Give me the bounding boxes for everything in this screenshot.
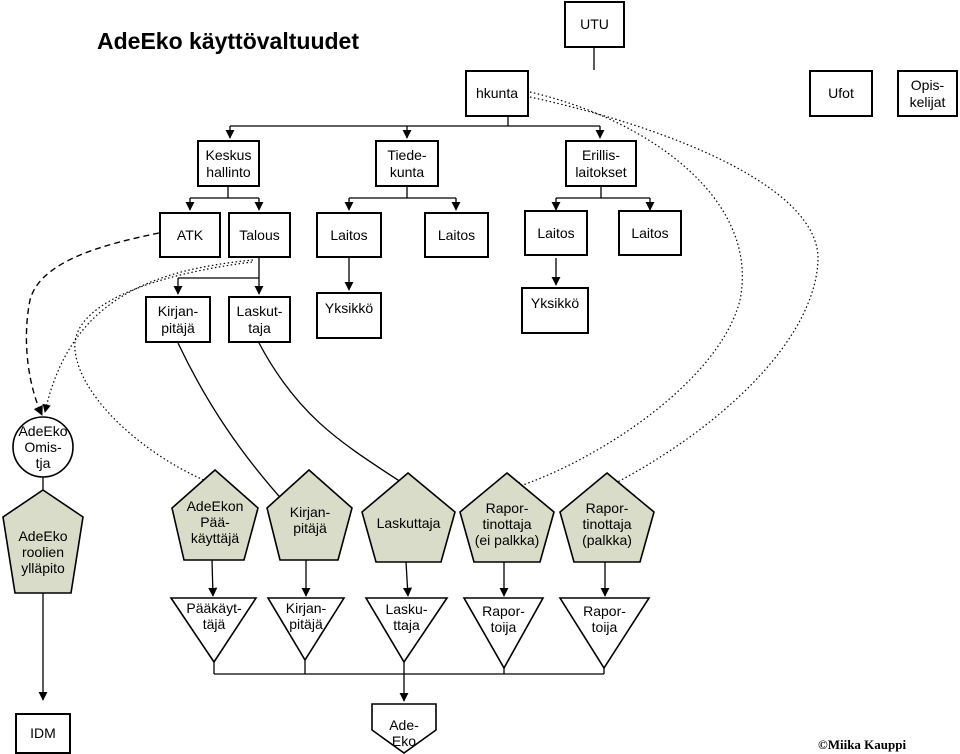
- box-laskuttaja: Laskut- taja: [228, 296, 291, 343]
- triangles: [169, 597, 651, 670]
- box-talous-label: Talous: [239, 226, 280, 243]
- pentagon-laskuttaja-label: Laskuttaja: [376, 514, 441, 531]
- box-laitos-3-label: Laitos: [537, 224, 575, 241]
- pentagon-raportinottaja-ei-palkka: Rapor- tinottaja (ei palkka): [460, 496, 554, 552]
- page-title: AdeEko käyttövaltuudet: [97, 28, 359, 54]
- box-tiedekunta-label: Tiede- kunta: [387, 146, 427, 180]
- box-laitos-4-label: Laitos: [631, 224, 669, 241]
- box-erillislaitokset: Erillis- laitokset: [565, 140, 637, 187]
- tree-connectors: [38, 48, 655, 702]
- box-keskushallinto: Keskus hallinto: [197, 140, 260, 187]
- box-laitos-2-label: Laitos: [437, 226, 476, 243]
- dotted-links: [42, 91, 819, 490]
- box-ufot-label: Ufot: [828, 85, 854, 101]
- box-utu-label: UTU: [580, 16, 609, 32]
- box-laitos-3: Laitos: [524, 210, 588, 256]
- box-hkunta: hkunta: [465, 70, 529, 117]
- owner-circle-label: AdeEko Omis- tja: [18, 423, 68, 471]
- pentagon-kirjanpitaja: Kirjan- pitäjä: [268, 500, 352, 540]
- box-laitos-4: Laitos: [618, 210, 682, 256]
- box-laitos-1-label: Laitos: [330, 226, 368, 243]
- owner-circle-text: AdeEko Omis- tja: [13, 417, 73, 477]
- box-yksikko-2: Yksikkö: [521, 287, 589, 334]
- box-yksikko-2-label: Yksikkö: [530, 295, 580, 311]
- box-talous: Talous: [228, 212, 291, 258]
- box-erillislaitokset-label: Erillis- laitokset: [575, 146, 627, 180]
- triangle-raportoija-1-label: Rapor- toija: [482, 603, 525, 635]
- pentagon-raportinottaja-palkka: Rapor- tinottaja (palkka): [560, 496, 654, 552]
- pentagon-paakayttaja: AdeEkon Pää- käyttäjä: [172, 494, 258, 550]
- pentagon-paakayttaja-label: AdeEkon Pää- käyttäjä: [186, 498, 244, 546]
- pentagon-yllapito-label: AdeEko roolien ylläpito: [18, 528, 68, 576]
- pentagon-raportinottaja-ei-palkka-label: Rapor- tinottaja (ei palkka): [474, 500, 540, 548]
- triangle-kirjanpitaja: Kirjan- pitäjä: [268, 599, 344, 633]
- box-idm: IDM: [15, 713, 71, 754]
- assignment-curves: [177, 342, 411, 516]
- box-ufot: Ufot: [809, 70, 873, 117]
- triangle-raportoija-2-label: Rapor- toija: [583, 603, 626, 635]
- triangle-paakayttaja: Pääkäyt- täjä: [173, 599, 255, 633]
- pentagon-raportinottaja-palkka-label: Rapor- tinottaja (palkka): [582, 500, 632, 548]
- pentagon-yllapito: AdeEko roolien ylläpito: [2, 520, 84, 584]
- box-yksikko-1-label: Yksikkö: [324, 300, 374, 316]
- triangle-raportoija-1: Rapor- toija: [464, 602, 543, 636]
- box-yksikko-1: Yksikkö: [316, 292, 382, 339]
- owner-circle: [12, 416, 74, 478]
- dashed-owner-link: [25, 232, 160, 416]
- role-pentagons: [2, 468, 655, 754]
- box-idm-label: IDM: [30, 725, 56, 741]
- box-atk: ATK: [159, 212, 221, 258]
- box-hkunta-label: hkunta: [475, 85, 519, 101]
- pentagon-adeeko-label: Ade- Eko: [389, 717, 419, 749]
- box-tiedekunta: Tiede- kunta: [375, 140, 439, 187]
- pentagon-kirjanpitaja-label: Kirjan- pitäjä: [289, 504, 331, 536]
- pentagon-adeeko: Ade- Eko: [372, 716, 436, 750]
- box-kirjanpitaja: Kirjan- pitäjä: [145, 296, 211, 343]
- triangle-kirjanpitaja-label: Kirjan- pitäjä: [285, 600, 327, 632]
- box-atk-label: ATK: [176, 226, 204, 243]
- box-laitos-2: Laitos: [424, 212, 489, 258]
- triangle-raportoija-2: Rapor- toija: [562, 602, 647, 636]
- box-opiskelijat: Opis- kelijat: [897, 70, 958, 117]
- box-keskushallinto-label: Keskus hallinto: [205, 146, 252, 180]
- box-laitos-1: Laitos: [316, 212, 382, 258]
- triangle-laskuttaja-label: Lasku- ttaja: [385, 601, 428, 633]
- box-kirjanpitaja-label: Kirjan- pitäjä: [157, 302, 199, 336]
- box-laskuttaja-label: Laskut- taja: [236, 302, 283, 336]
- box-opiskelijat-label: Opis- kelijat: [909, 76, 946, 110]
- copyright: ©Miika Kauppi: [818, 737, 907, 752]
- triangle-laskuttaja: Lasku- ttaja: [366, 600, 447, 634]
- pentagon-laskuttaja: Laskuttaja: [362, 508, 455, 538]
- box-utu: UTU: [564, 1, 625, 48]
- triangle-paakayttaja-label: Pääkäyt- täjä: [186, 600, 242, 632]
